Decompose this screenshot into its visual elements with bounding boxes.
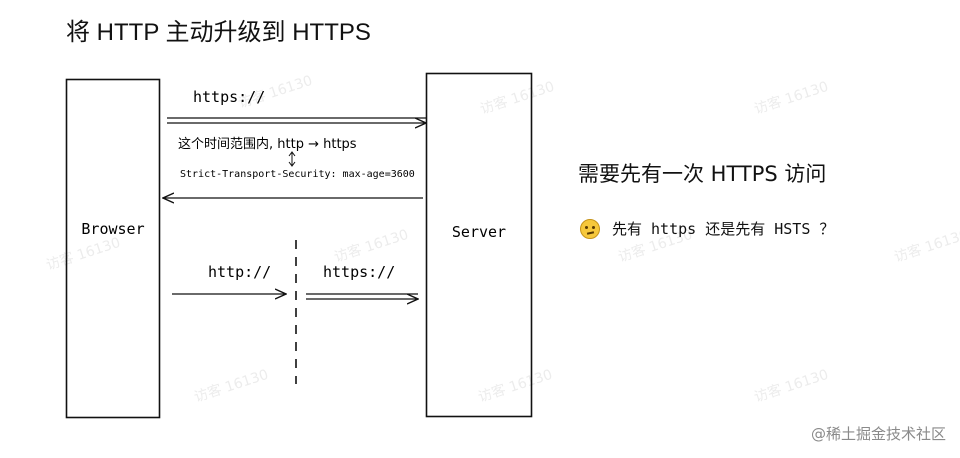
response-note: 这个时间范围内, http → https (178, 136, 357, 152)
browser-node: Browser (65, 78, 161, 419)
watermark-text: 访客 16130 (752, 78, 830, 118)
https-later-edge: https:// (306, 263, 418, 299)
aside-heading: 需要先有一次 HTTPS 访问 (578, 162, 827, 186)
double-arrow-icon (288, 151, 296, 167)
watermark-text: 访客 16130 (332, 226, 410, 266)
http-later-edge: http:// (172, 263, 286, 294)
source-credit: @稀土掘金技术社区 (810, 425, 946, 443)
server-node: Server (425, 72, 533, 418)
https-request-edge: https:// (167, 88, 426, 123)
watermark-text: 访客 16130 (752, 366, 830, 406)
https-request-label: https:// (193, 88, 265, 106)
hsts-header-text: Strict-Transport-Security: max-age=3600 (180, 169, 415, 180)
http-later-label: http:// (208, 263, 271, 281)
server-label: Server (452, 223, 506, 241)
watermark-text: 访客 16130 (478, 78, 556, 118)
browser-box (65, 78, 161, 419)
server-box (425, 72, 533, 418)
aside-question-text: 先有 https 还是先有 HSTS ？ (612, 220, 835, 238)
https-later-label: https:// (323, 263, 395, 281)
page-title: 将 HTTP 主动升级到 HTTPS (66, 19, 371, 46)
aside-question: 先有 https 还是先有 HSTS ？ (580, 218, 834, 239)
watermark-text: 访客 16130 (44, 234, 122, 274)
watermark-text: 访客 16130 (192, 366, 270, 406)
watermark-text: 访客 16130 (892, 226, 960, 266)
browser-label: Browser (81, 220, 144, 238)
watermark-text: 访客 16130 (476, 366, 554, 406)
hsts-response-edge: 这个时间范围内, http → https Strict-Transport-S… (163, 136, 423, 198)
thinking-face-icon (580, 218, 600, 239)
